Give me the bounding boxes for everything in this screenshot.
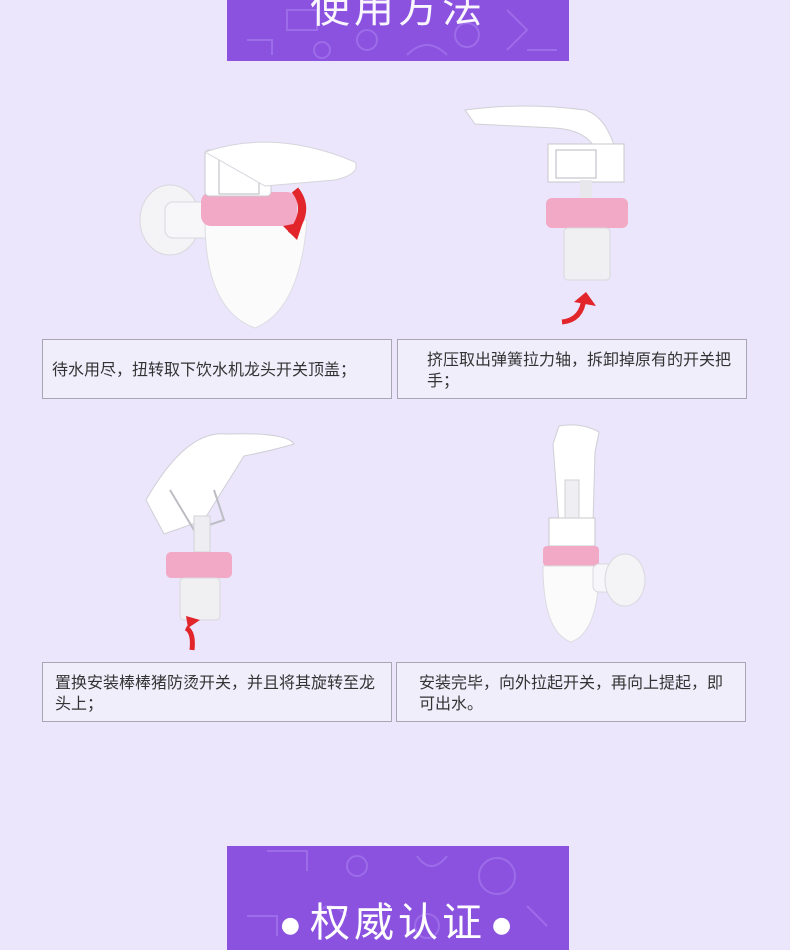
bullet-dot-icon: ● (492, 912, 516, 938)
usage-title: 使用方法 (310, 0, 486, 32)
doodle-pattern (247, 9, 557, 59)
step-2-caption: 挤压取出弹簧拉力轴，拆卸掉原有的开关把手； (397, 339, 747, 399)
step-1-caption: 待水用尽，扭转取下饮水机龙头开关顶盖； (42, 339, 392, 399)
step-2-text: 挤压取出弹簧拉力轴，拆卸掉原有的开关把手； (427, 350, 732, 390)
faucet-twist-illustration (139, 141, 357, 329)
switch-open-illustration (542, 424, 646, 643)
usage-section-banner: 使用方法 (227, 0, 569, 61)
certification-title: ●权威认证● (227, 890, 569, 948)
certification-section-banner: ●权威认证● (227, 846, 569, 950)
doodle-pattern (247, 850, 548, 939)
step-1-text: 待水用尽，扭转取下饮水机龙头开关顶盖； (52, 360, 357, 379)
step-3-text: 置换安装棒棒猪防烫开关，并且将其旋转至龙头上； (55, 673, 376, 713)
step-4-text: 安装完毕，向外拉起开关，再向上提起，即可出水。 (419, 673, 724, 713)
certification-title-text: 权威认证 (310, 900, 486, 946)
switch-install-illustration (145, 433, 295, 651)
step-4-caption: 安装完毕，向外拉起开关，再向上提起，即可出水。 (396, 662, 746, 722)
step-3-caption: 置换安装棒棒猪防烫开关，并且将其旋转至龙头上； (42, 662, 392, 722)
spring-axle-illustration (464, 105, 628, 325)
bullet-dot-icon: ● (280, 912, 304, 938)
